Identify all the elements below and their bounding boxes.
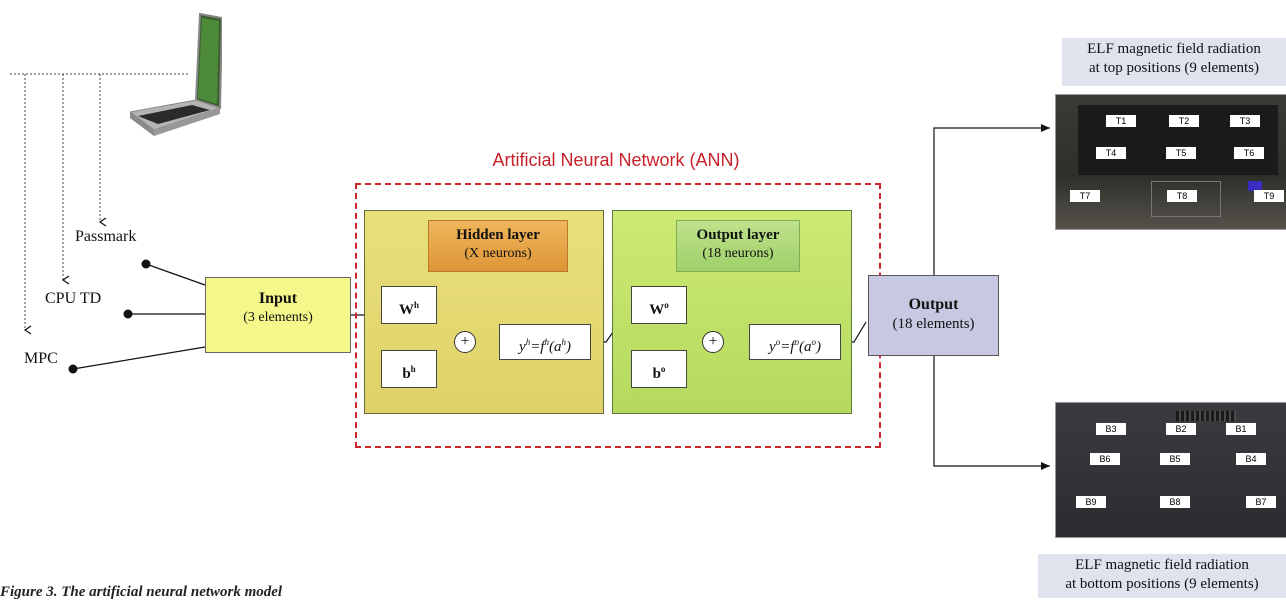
output-sum-node: +	[702, 331, 724, 353]
laptop-image	[128, 12, 224, 142]
bottom-pos-b3: B3	[1096, 423, 1126, 435]
bottom-pos-b7: B7	[1246, 496, 1276, 508]
cpu-td-label: CPU TD	[45, 290, 102, 307]
input-title: Input	[258, 290, 298, 307]
vent-grille	[1176, 411, 1236, 421]
mpc-label: MPC	[24, 350, 58, 367]
top-positions-caption: ELF magnetic field radiation at top posi…	[1062, 38, 1286, 86]
bottom-positions-caption: ELF magnetic field radiation at bottom p…	[1038, 554, 1286, 598]
dotted-leads	[10, 73, 190, 335]
input-leads	[72, 263, 206, 370]
output-layer-tag: Output layer (18 neurons)	[676, 220, 800, 272]
top-pos-t1: T1	[1106, 115, 1136, 127]
top-pos-t5: T5	[1166, 147, 1196, 159]
hidden-activation-box: yh=fh(ah)	[499, 324, 591, 360]
output-layer-title: Output layer	[696, 227, 780, 243]
hidden-bias-box: bh	[381, 350, 437, 388]
output-box: Output (18 elements)	[868, 275, 999, 356]
hidden-sum-node: +	[454, 331, 476, 353]
bottom-pos-b5: B5	[1160, 453, 1190, 465]
top-pos-t4: T4	[1096, 147, 1126, 159]
bottom-pos-b6: B6	[1090, 453, 1120, 465]
bottom-pos-b1: B1	[1226, 423, 1256, 435]
mpc-dot	[68, 364, 78, 374]
hidden-layer-tag: Hidden layer (X neurons)	[428, 220, 568, 272]
cpu-td-dot	[123, 309, 133, 319]
bottom-pos-b2: B2	[1166, 423, 1196, 435]
output-subtitle: (18 elements)	[892, 316, 975, 332]
output-activation-box: yo=fo(ao)	[749, 324, 841, 360]
passmark-label: Passmark	[75, 228, 137, 245]
top-pos-t9: T9	[1254, 190, 1284, 202]
output-weight-box: Wo	[631, 286, 687, 324]
keyboard-top-photo: T1 T2 T3 T4 T5 T6 T7 T8 T9	[1055, 94, 1286, 230]
top-pos-t3: T3	[1230, 115, 1260, 127]
hidden-layer-title: Hidden layer	[456, 227, 540, 243]
output-layer-subtitle: (18 neurons)	[702, 246, 774, 261]
hidden-layer-subtitle: (X neurons)	[464, 246, 532, 261]
ann-title: Artificial Neural Network (ANN)	[492, 150, 740, 170]
output-bias-box: bo	[631, 350, 687, 388]
passmark-dot	[141, 259, 151, 269]
output-title: Output	[908, 296, 959, 313]
top-pos-t6: T6	[1234, 147, 1264, 159]
trackpad-area	[1151, 181, 1221, 217]
input-box: Input (3 elements)	[205, 277, 351, 353]
top-pos-marker	[1248, 181, 1262, 191]
bottom-pos-b8: B8	[1160, 496, 1190, 508]
bottom-pos-b4: B4	[1236, 453, 1266, 465]
figure-caption: Figure 3. The artificial neural network …	[0, 584, 283, 600]
laptop-bottom-photo: B3 B2 B1 B6 B5 B4 B9 B8 B7	[1055, 402, 1286, 538]
input-subtitle: (3 elements)	[243, 310, 313, 325]
bottom-pos-b9: B9	[1076, 496, 1106, 508]
hidden-weight-box: Wh	[381, 286, 437, 324]
top-pos-t8: T8	[1167, 190, 1197, 202]
top-pos-t2: T2	[1169, 115, 1199, 127]
top-pos-t7: T7	[1070, 190, 1100, 202]
